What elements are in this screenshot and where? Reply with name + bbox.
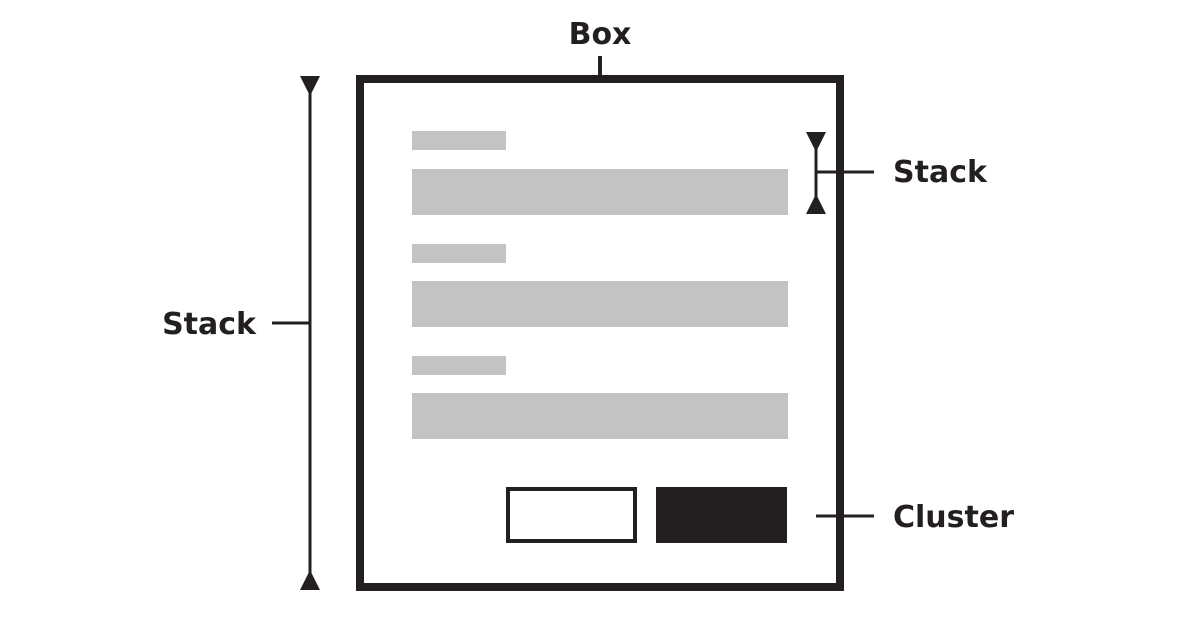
box-frame (356, 75, 844, 591)
field-label-placeholder-1 (412, 131, 506, 150)
outer-stack-bottom-arrow-icon (300, 570, 320, 590)
primary-button-placeholder (656, 487, 787, 543)
cluster-label: Cluster (893, 500, 1014, 535)
field-input-placeholder-3 (412, 393, 788, 439)
inner-stack-bottom-arrow-icon (806, 194, 826, 214)
inner-stack-label: Stack (893, 155, 988, 190)
outer-stack-label: Stack (162, 307, 257, 342)
field-input-placeholder-2 (412, 281, 788, 327)
secondary-button-placeholder (506, 487, 637, 543)
outer-stack-top-arrow-icon (300, 76, 320, 96)
box-label: Box (569, 17, 632, 52)
field-label-placeholder-3 (412, 356, 506, 375)
inner-stack-top-arrow-icon (806, 132, 826, 152)
field-label-placeholder-2 (412, 244, 506, 263)
field-input-placeholder-1 (412, 169, 788, 215)
